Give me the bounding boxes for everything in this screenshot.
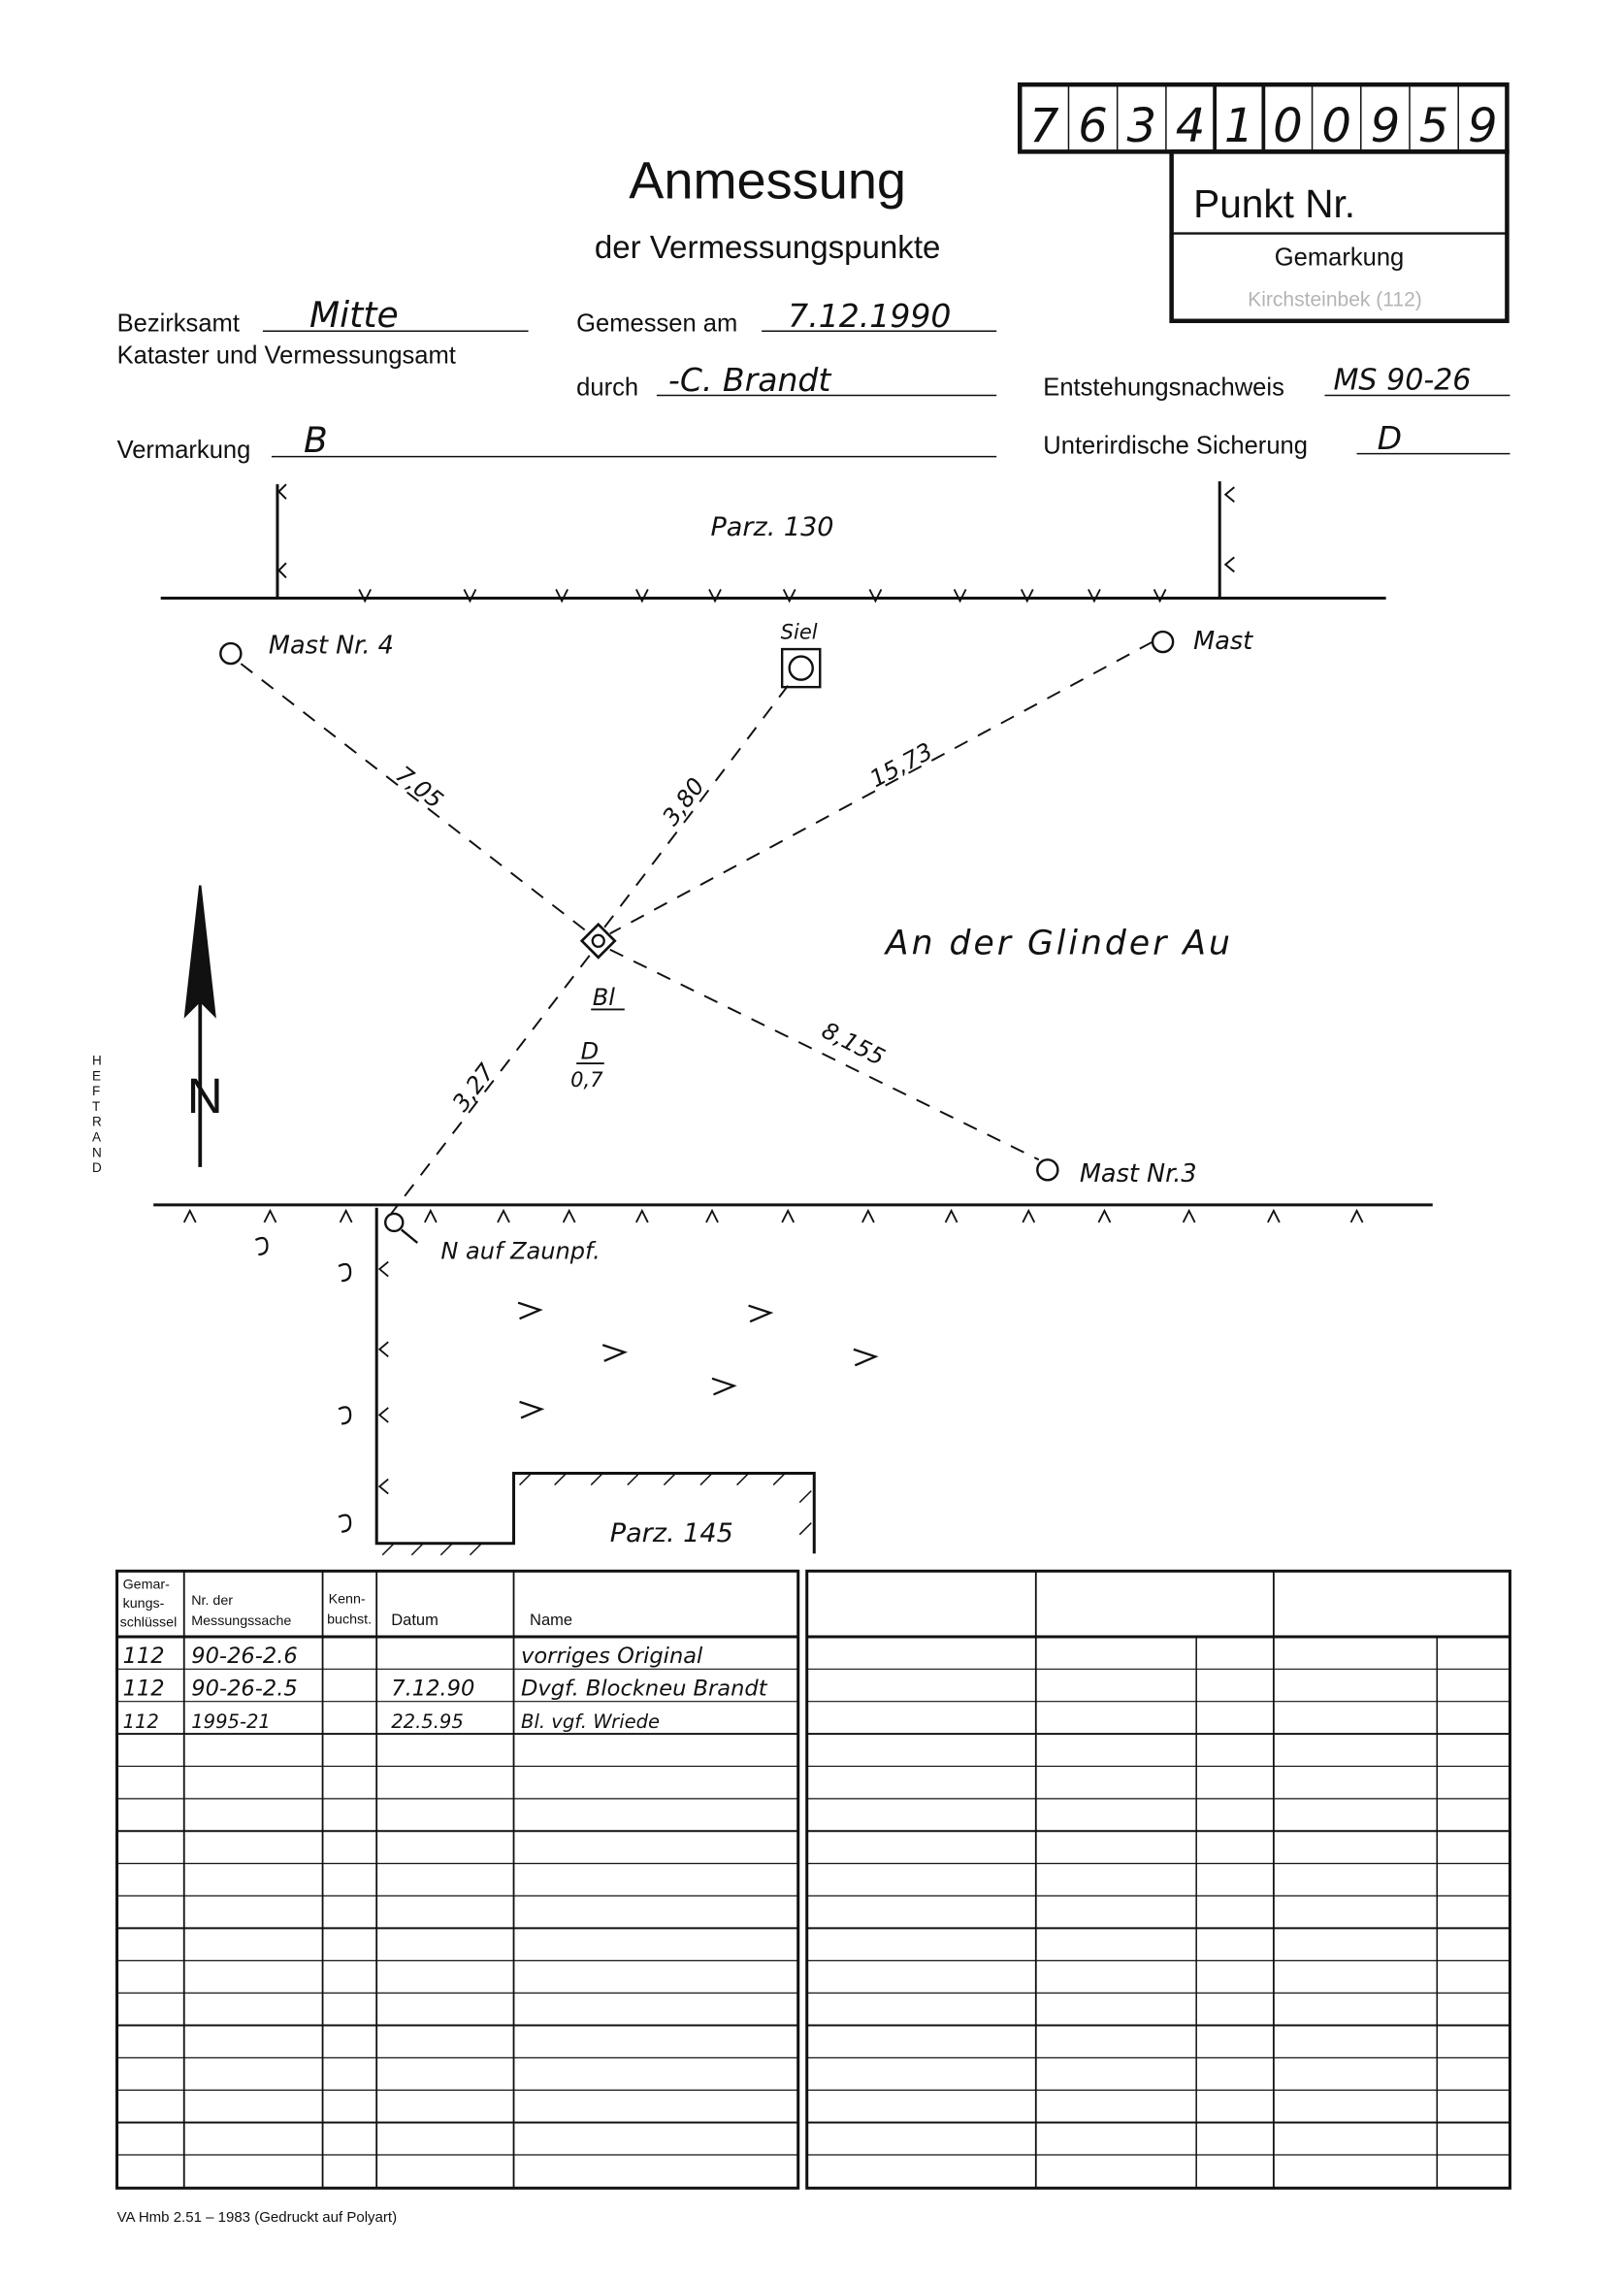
gemessen-label: Gemessen am: [576, 309, 737, 337]
mast-icon: [1151, 630, 1175, 654]
distance-mast-3: 8,155: [818, 1017, 890, 1071]
cell-nr: 90-26-2.6: [191, 1644, 298, 1669]
cell-nr: 90-26-2.5: [191, 1676, 298, 1701]
siel-icon: [780, 647, 822, 689]
history-table: Gemar- kungs- schlüssel Nr. der Messungs…: [115, 1569, 800, 2190]
distance-zaunpfahl: 3,27: [447, 1059, 501, 1117]
header-kenn-2: buchst.: [327, 1612, 372, 1627]
header-fields: Bezirksamt Mitte Kataster und Vermessung…: [117, 295, 1510, 464]
kataster-label: Kataster und Vermessungsamt: [117, 342, 456, 369]
page-subtitle: der Vermessungspunkte: [595, 230, 941, 266]
header-gemarkung-2: kungs-: [123, 1596, 165, 1612]
survey-point-marker: [579, 922, 617, 960]
vermarkung-label: Vermarkung: [117, 437, 251, 464]
mast-label: Mast: [1193, 627, 1253, 656]
header-gemarkung-1: Gemar-: [123, 1577, 171, 1592]
header-gemarkung-3: schlüssel: [120, 1614, 178, 1630]
cell-datum: 7.12.90: [391, 1676, 474, 1701]
table-row: 112 90-26-2.6 vorriges Original: [123, 1644, 703, 1669]
punkt-digit: 9: [1468, 99, 1498, 153]
gemessen-value: 7.12.1990: [788, 297, 951, 335]
blank-table: [805, 1569, 1511, 2190]
punkt-digit: 9: [1371, 99, 1401, 153]
punkt-frame: [1169, 149, 1510, 324]
mast-3-label: Mast Nr.3: [1080, 1159, 1197, 1189]
mast-4-label: Mast Nr. 4: [269, 632, 394, 661]
distance-mast-4: 7,05: [391, 761, 448, 814]
sicherung-label: Unterirdische Sicherung: [1043, 433, 1308, 460]
punkt-digit: 6: [1078, 99, 1108, 153]
punkt-digit: 3: [1126, 99, 1156, 153]
north-arrow-icon: [183, 885, 216, 1167]
parz-130-label: Parz. 130: [711, 512, 834, 542]
point-depth: 0,7: [570, 1067, 603, 1091]
header-name: Name: [530, 1611, 572, 1629]
punkt-digit: 0: [1321, 99, 1351, 153]
header-kenn-1: Kenn-: [329, 1591, 366, 1607]
parz-145-label: Parz. 145: [610, 1518, 733, 1548]
zaunpfahl-icon: [384, 1212, 405, 1233]
table-row: 112 90-26-2.5 7.12.90 Dvgf. Blockneu Brandt: [123, 1676, 768, 1701]
punkt-digit: 5: [1419, 99, 1449, 153]
entstehung-label: Entstehungsnachweis: [1043, 374, 1284, 401]
distance-mast: 15,73: [865, 737, 937, 793]
gemarkung-label: Gemarkung: [1275, 244, 1404, 272]
durch-value: -C. Brandt: [668, 361, 832, 399]
table-row: 112 1995-21 22.5.95 Bl. vgf. Wriede: [123, 1710, 660, 1733]
header-datum: Datum: [391, 1611, 438, 1629]
sicherung-value: D: [1378, 419, 1402, 457]
punkt-digit: 7: [1029, 99, 1059, 153]
cell-name: Bl. vgf. Wriede: [521, 1710, 660, 1733]
page-title: Anmessung: [629, 151, 906, 210]
zaunpfahl-label: N auf Zaunpf.: [440, 1238, 600, 1265]
header-nr-2: Messungssache: [191, 1613, 291, 1629]
cell-name: vorriges Original: [521, 1644, 703, 1669]
header-nr-1: Nr. der: [191, 1593, 233, 1609]
durch-label: durch: [576, 374, 638, 401]
bezirksamt-value: Mitte: [309, 295, 399, 336]
north-label: N: [187, 1068, 223, 1124]
punkt-digit: 0: [1273, 99, 1303, 153]
gemarkung-value: Kirchsteinbek (112): [1248, 289, 1422, 311]
survey-sketch: Parz. 130 Bl D 0,7 Mast Nr. 4 Siel Mast …: [153, 481, 1433, 1556]
cell-name: Dvgf. Blockneu Brandt: [521, 1676, 768, 1701]
form-footer: VA Hmb 2.51 – 1983 (Gedruckt auf Polyart…: [117, 2209, 398, 2226]
siel-label: Siel: [781, 620, 818, 644]
cell-nr: 1995-21: [191, 1710, 271, 1733]
point-sicherung: D: [581, 1038, 600, 1065]
punkt-nr-label: Punkt Nr.: [1193, 181, 1355, 226]
cell-gemarkung: 112: [123, 1644, 165, 1669]
point-code: Bl: [593, 984, 615, 1011]
mast-3-icon: [1036, 1158, 1059, 1182]
street-name: An der Glinder Au: [884, 924, 1233, 962]
vermarkung-value: B: [304, 420, 328, 461]
punkt-digit: 1: [1224, 99, 1254, 153]
cell-datum: 22.5.95: [391, 1710, 464, 1733]
punkt-digit: 4: [1176, 99, 1206, 153]
distance-siel: 3,80: [657, 772, 710, 831]
mast-4-icon: [219, 641, 243, 666]
cell-gemarkung: 112: [123, 1710, 159, 1733]
entstehung-value: MS 90-26: [1334, 363, 1472, 397]
bezirksamt-label: Bezirksamt: [117, 309, 240, 337]
cell-gemarkung: 112: [123, 1676, 165, 1701]
